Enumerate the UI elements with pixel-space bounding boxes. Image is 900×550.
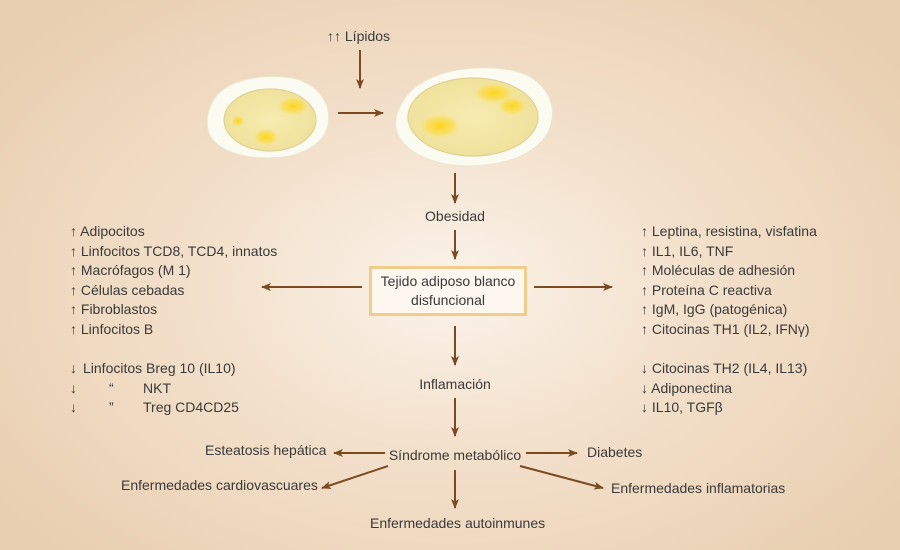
fatty-liver-label: Esteatosis hepática <box>205 442 327 458</box>
list-item: ↑ Citocinas TH1 (IL2, IFNγ) <box>641 320 810 337</box>
list-item: ↑ Células cebadas <box>70 281 185 298</box>
down-arrow: ↓ <box>70 399 77 415</box>
list-item: ↑ Proteína C reactiva <box>641 281 772 298</box>
inflammatory-label: Enfermedades inflamatorias <box>611 480 786 496</box>
list-item: ↓ “ NKT <box>70 379 270 399</box>
cardiovascular-label: Enfermedades cardiovascuares <box>121 477 318 493</box>
inflammation-label: Inflamación <box>419 376 491 392</box>
list-item: ↑ Moléculas de adhesión <box>641 262 796 278</box>
list-item: ↑ Fibroblastos <box>70 301 158 317</box>
down-arrow: ↓ <box>70 379 77 396</box>
metabolic-syndrome-label: Síndrome metabólico <box>388 447 522 463</box>
obesity-label: Obesidad <box>425 208 485 224</box>
list-item: ↓ IL10, TGFβ <box>641 399 723 415</box>
left-increased-list: ↑ Adipocitos ↑ Linfocitos TCD8, TCD4, in… <box>70 222 277 339</box>
ditto-mark: ” <box>109 399 114 415</box>
list-item: ↑ Linfocitos TCD8, TCD4, innatos <box>70 242 278 259</box>
autoimmune-label: Enfermedades autoinmunes <box>370 515 546 531</box>
list-item-text: Treg CD4CD25 <box>143 399 239 415</box>
lipids-label: ↑↑ Lípidos <box>327 28 391 44</box>
list-item: ↑ IgM, IgG (patogénica) <box>641 301 788 317</box>
large-adipocyte <box>395 67 554 167</box>
diabetes-label: Diabetes <box>587 444 643 460</box>
list-item: ↑ Linfocitos B <box>70 320 154 337</box>
right-decreased-list: ↓ Citocinas TH2 (IL4, IL13) ↓ Adiponecti… <box>641 359 807 418</box>
down-arrow: ↓ <box>70 360 77 376</box>
right-increased-list: ↑ Leptina, resistina, visfatina ↑ IL1, I… <box>641 222 817 339</box>
list-item: ↓ ” Treg CD4CD25 <box>70 398 270 418</box>
list-item: ↑ Leptina, resistina, visfatina <box>641 223 817 239</box>
list-item: ↓ Adiponectina <box>641 379 733 396</box>
list-item: ↑ Adipocitos <box>70 223 145 239</box>
small-adipocyte <box>206 75 330 159</box>
arrow-to-cardiovascular <box>321 465 389 489</box>
left-decreased-list: ↓ Linfocitos Breg 10 (IL10) ↓ “ NKT ↓ ” … <box>70 359 270 418</box>
list-item-text: NKT <box>143 379 171 396</box>
dysfunctional-tissue-box: Tejido adiposo blanco disfuncional <box>369 266 527 316</box>
list-item: ↑ Macrófagos (M 1) <box>70 262 191 278</box>
arrow-to-inflammatory <box>519 465 604 490</box>
list-item-text: Linfocitos Breg 10 (IL10) <box>83 360 236 376</box>
ditto-mark: “ <box>109 379 114 396</box>
list-item: ↓ Citocinas TH2 (IL4, IL13) <box>641 360 808 376</box>
dysfunctional-tissue-label: Tejido adiposo blanco disfuncional <box>380 273 516 308</box>
list-item: ↑ IL1, IL6, TNF <box>641 242 734 259</box>
arrows <box>261 50 613 509</box>
list-item: ↓ Linfocitos Breg 10 (IL10) <box>70 359 270 379</box>
